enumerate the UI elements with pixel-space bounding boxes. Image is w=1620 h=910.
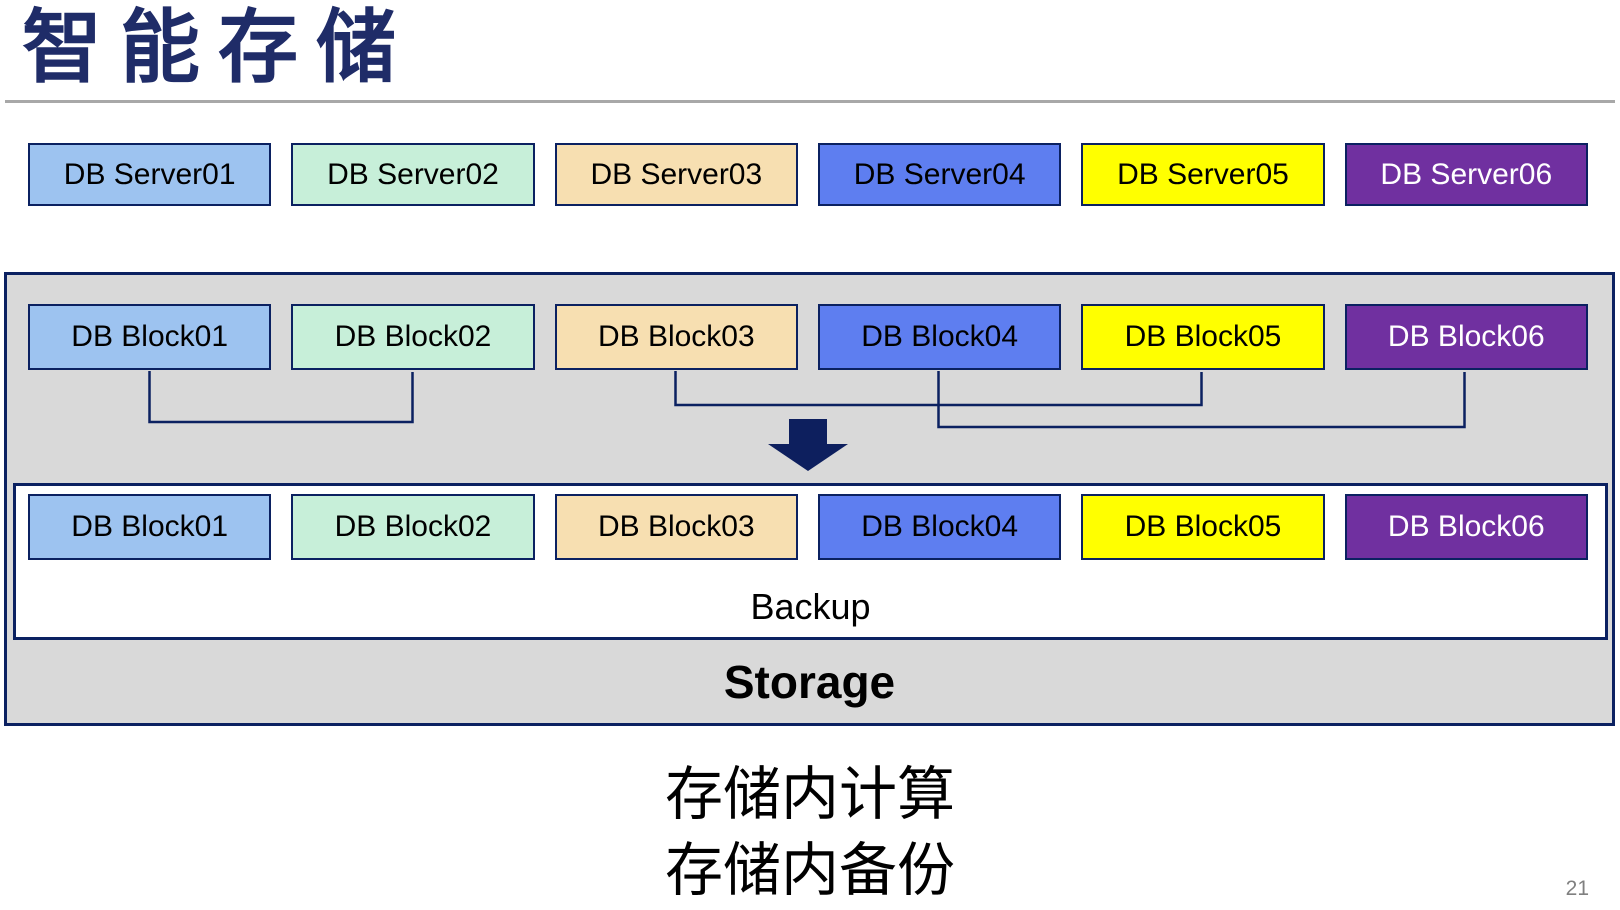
caption-line: 存储内计算 [664, 762, 955, 827]
db-block-box-4: DB Block04 [817, 494, 1062, 560]
db-block-box-2: DB Block02 [291, 494, 535, 560]
db-block-box-label: DB Block01 [71, 510, 229, 543]
db-server-box-6: DB Server06 [1344, 143, 1588, 206]
db-server-box-1: DB Server01 [28, 143, 272, 206]
caption-block: 存储内计算存储内备份 [0, 757, 1620, 909]
page-number: 21 [1565, 877, 1589, 900]
db-block-box-5: DB Block05 [1081, 304, 1325, 370]
db-block-box-1: DB Block01 [28, 494, 272, 560]
db-server-box-label: DB Server05 [1117, 157, 1289, 191]
backup-box [13, 483, 1608, 640]
db-server-box-label: DB Server02 [327, 157, 499, 191]
db-server-box-label: DB Server04 [853, 157, 1026, 191]
db-block-box-label: DB Block04 [861, 320, 1019, 353]
db-server-row: DB Server01 DB Server02 DB Server03 DB Serv… [28, 143, 1588, 206]
db-block-box-4: DB Block04 [817, 304, 1062, 370]
db-server-box-4: DB Server04 [817, 143, 1062, 206]
db-server-box-3: DB Server03 [554, 143, 798, 206]
db-block-box-label: DB Block04 [861, 510, 1019, 543]
db-block-box-6: DB Block06 [1344, 494, 1588, 560]
db-server-box-2: DB Server02 [291, 143, 535, 206]
db-block-box-label: DB Block06 [1387, 510, 1545, 543]
db-block-box-label: DB Block03 [597, 510, 755, 543]
db-block-box-label: DB Block02 [334, 320, 492, 353]
db-block-box-label: DB Block01 [71, 320, 229, 353]
db-server-box-label: DB Server01 [63, 157, 236, 191]
db-block-box-2: DB Block02 [291, 304, 535, 370]
db-block-box-6: DB Block06 [1344, 304, 1588, 370]
storage-label: Storage [723, 656, 896, 708]
caption-line: 存储内备份 [664, 838, 955, 903]
db-block-box-label: DB Block06 [1387, 320, 1545, 353]
title-divider [5, 100, 1615, 103]
db-block-box-label: DB Block03 [597, 320, 755, 353]
db-block-box-label: DB Block02 [334, 510, 492, 543]
db-block-box-3: DB Block03 [554, 304, 798, 370]
db-block-box-label: DB Block05 [1124, 320, 1282, 353]
db-server-box-label: DB Server03 [590, 157, 763, 191]
page-title: 智能存储 [22, 3, 414, 92]
db-block-box-3: DB Block03 [554, 494, 798, 560]
db-block-box-5: DB Block05 [1081, 494, 1325, 560]
backup-label: Backup [750, 586, 871, 627]
db-server-box-label: DB Server06 [1380, 157, 1553, 191]
db-block-row-bottom: DB Block01 DB Block02 DB Block03 DB Block04… [28, 494, 1588, 560]
db-block-box-1: DB Block01 [28, 304, 272, 370]
db-server-box-5: DB Server05 [1081, 143, 1325, 206]
db-block-box-label: DB Block05 [1124, 510, 1282, 543]
db-block-row-top: DB Block01 DB Block02 DB Block03 DB Block04… [28, 304, 1588, 370]
